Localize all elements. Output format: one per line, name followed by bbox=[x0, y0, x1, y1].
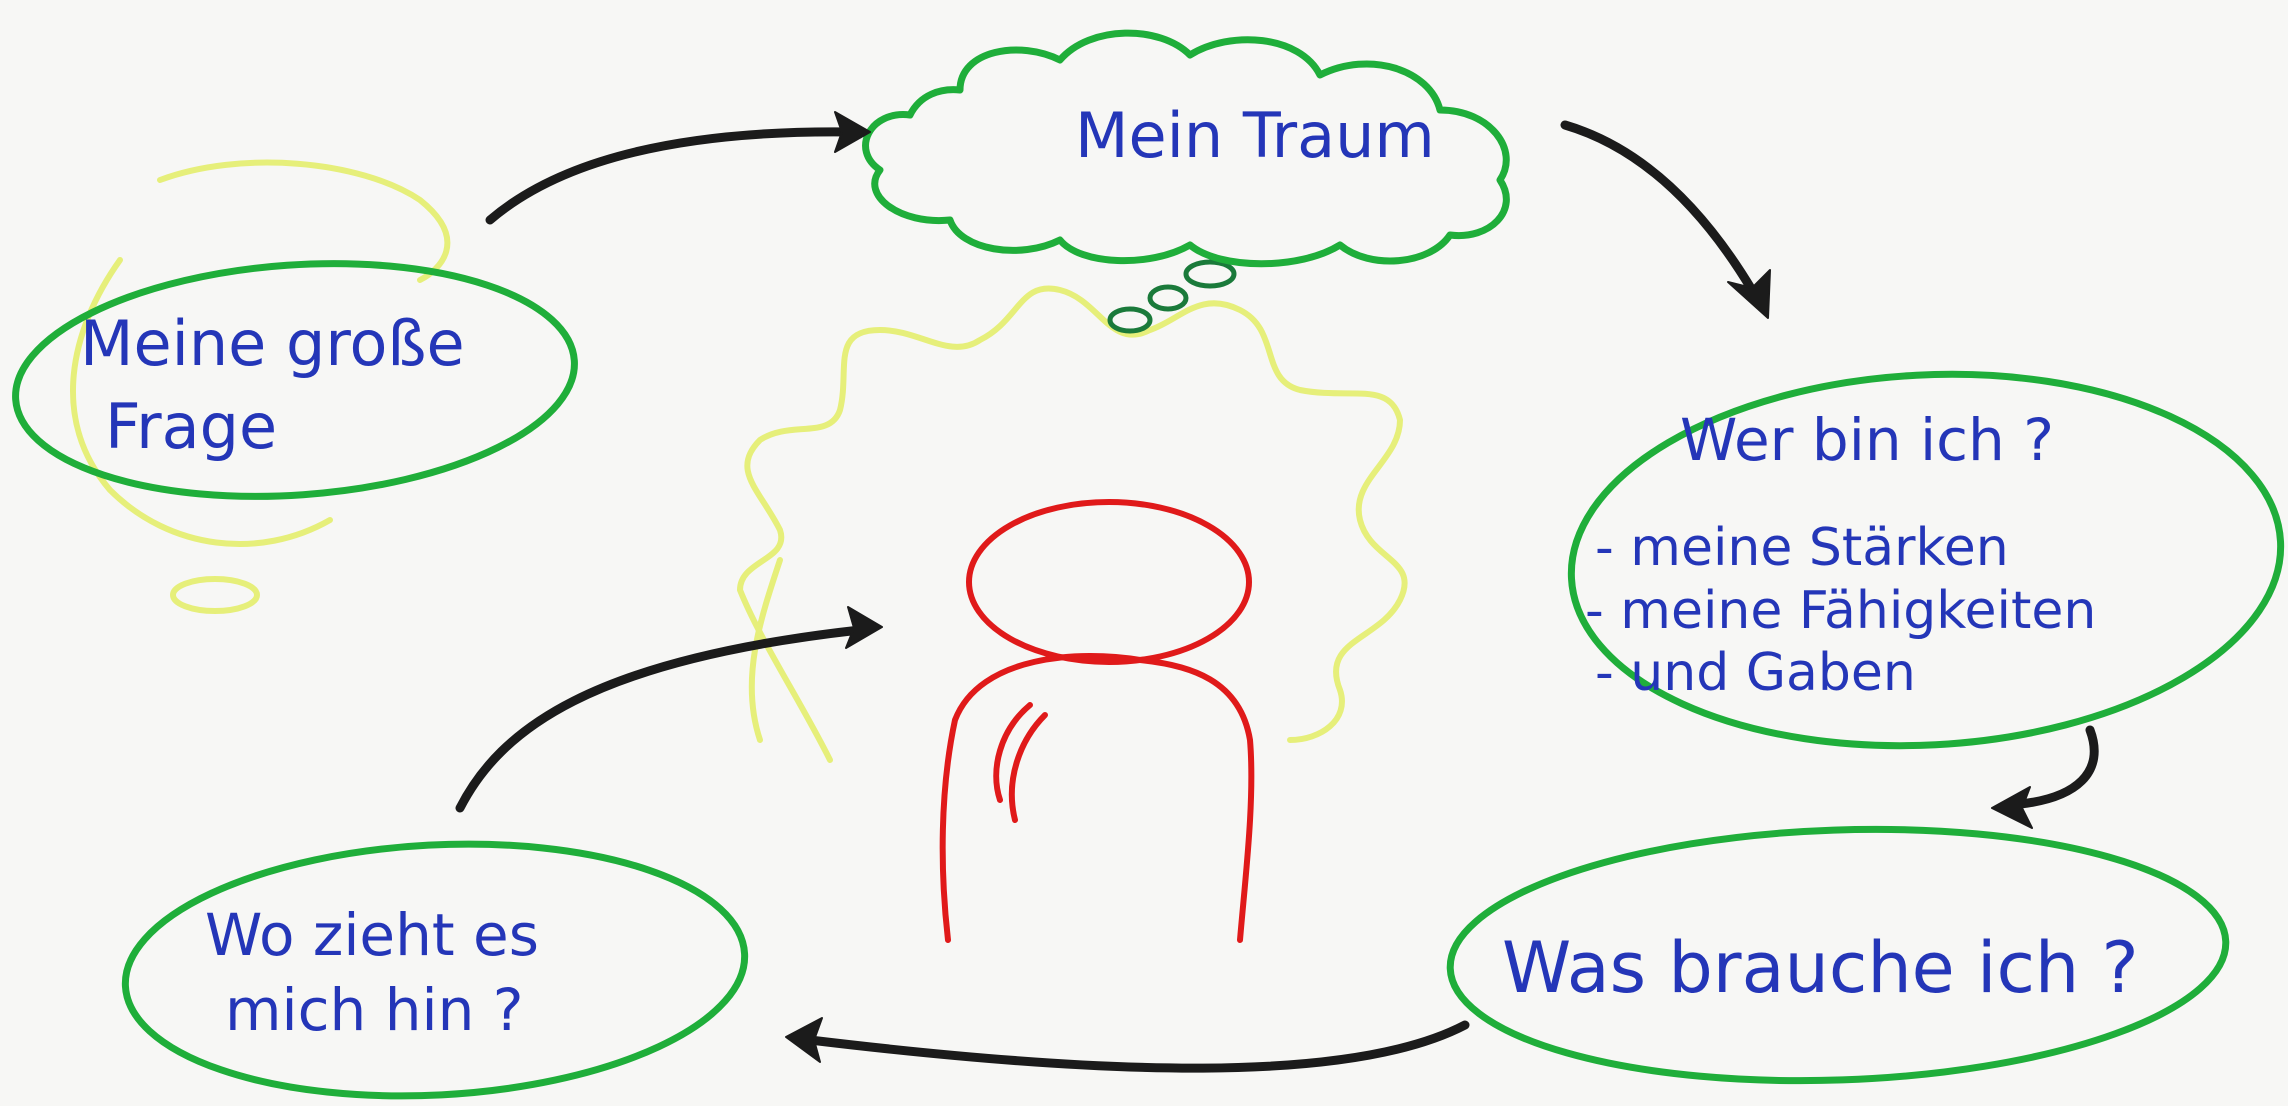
person-figure bbox=[939, 499, 1255, 943]
what-need-ellipse bbox=[1446, 825, 2230, 1085]
person-body bbox=[939, 653, 1255, 943]
who-am-i-item-3: - und Gaben bbox=[1595, 643, 1916, 703]
person-head bbox=[966, 499, 1252, 665]
yellow-glow-question bbox=[70, 159, 451, 614]
big-question-line2: Frage bbox=[105, 390, 277, 463]
big-question-line1: Meine große bbox=[80, 307, 465, 380]
yellow-burst-highlight bbox=[737, 285, 1408, 763]
who-am-i-ellipse bbox=[1567, 370, 2285, 750]
thought-bubbles bbox=[1107, 259, 1237, 334]
who-am-i-text: Wer bin ich ? - meine Stärken - meine Fä… bbox=[1585, 406, 2096, 703]
where-drawn-line2: mich hin ? bbox=[225, 976, 524, 1044]
arrow-dream-to-who bbox=[1560, 120, 1771, 319]
who-am-i-title: Wer bin ich ? bbox=[1680, 406, 2054, 474]
where-drawn-ellipse bbox=[121, 840, 749, 1100]
who-am-i-item-1: - meine Stärken bbox=[1595, 518, 2009, 578]
arrow-where-to-person bbox=[455, 606, 883, 813]
big-question-ellipse bbox=[12, 260, 578, 500]
arrow-need-to-where bbox=[785, 1017, 1470, 1073]
dream-label: Mein Traum bbox=[1075, 99, 1435, 172]
what-need-label: Was brauche ich ? bbox=[1502, 927, 2139, 1009]
big-question-text: Meine große Frage bbox=[80, 307, 465, 463]
dream-cloud bbox=[862, 29, 1510, 268]
where-drawn-text: Wo zieht es mich hin ? bbox=[205, 901, 539, 1044]
arrow-question-to-dream bbox=[485, 111, 871, 225]
arrow-who-to-need bbox=[1991, 725, 2099, 829]
where-drawn-line1: Wo zieht es bbox=[205, 901, 539, 969]
who-am-i-item-2: - meine Fähigkeiten bbox=[1585, 581, 2096, 641]
